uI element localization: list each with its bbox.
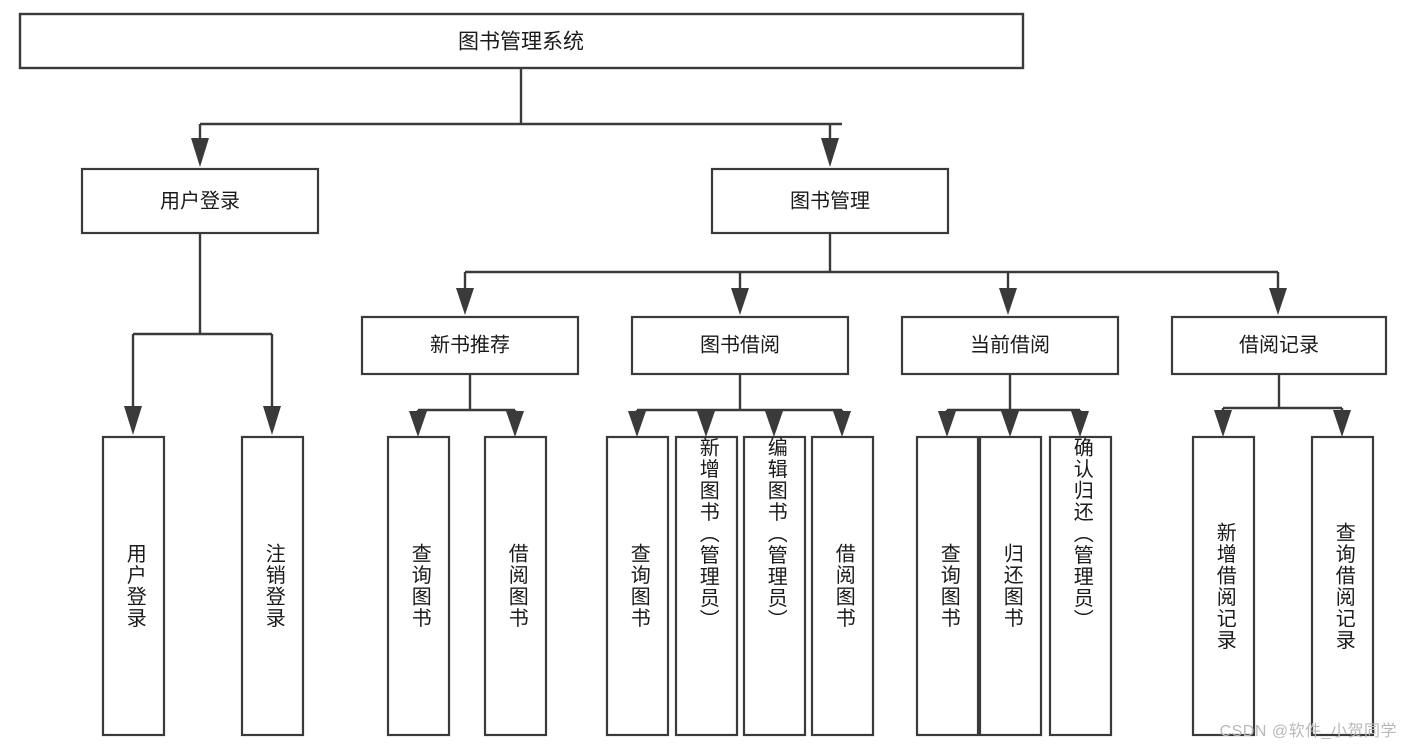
leaf-node-bb-add-book[interactable]: [674, 435, 739, 737]
leaf-node-user-login[interactable]: [101, 435, 166, 737]
connector-borrow-record-to-leaves: [1214, 374, 1351, 437]
arrow-head-leaf-user-login: [124, 406, 142, 435]
arrow-head-bb-leaf-1: [628, 411, 646, 437]
leaf-cb-query-book-rect: [915, 435, 980, 737]
leaf-node-cb-confirm-return[interactable]: [1048, 435, 1113, 737]
arrow-head-nbr-leaf-2: [506, 411, 524, 437]
leaf-node-cb-query-book[interactable]: [915, 435, 980, 737]
arrow-head-cb-leaf-2: [1001, 411, 1019, 437]
connector-book-borrow-to-leaves: [628, 374, 851, 437]
node-current-borrow[interactable]: 当前借阅: [900, 315, 1120, 376]
leaf-node-logout[interactable]: [240, 435, 305, 737]
arrow-head-new-book-recommend: [456, 288, 474, 315]
current-borrow-box-rect: [900, 315, 1120, 376]
new-book-recommend-box-rect: [360, 315, 580, 376]
node-book-borrow[interactable]: 图书借阅: [630, 315, 850, 376]
leaf-node-bb-edit-book[interactable]: [742, 435, 807, 737]
leaf-node-nbr-query-book[interactable]: [386, 435, 451, 737]
leaf-cb-confirm-return-rect: [1048, 435, 1113, 737]
watermark-text: CSDN @软件_小贺同学: [1219, 723, 1397, 740]
leaf-cb-return-book-rect: [978, 435, 1043, 737]
user-login-box-label: 用户登录: [160, 189, 240, 212]
leaf-node-cb-return-book[interactable]: [978, 435, 1043, 737]
leaf-bb-borrow-book-rect: [810, 435, 875, 737]
leaf-br-add-record-rect: [1191, 435, 1256, 737]
arrow-head-book-manage: [821, 138, 839, 167]
arrow-head-cb-leaf-3: [1071, 411, 1089, 437]
leaf-node-nbr-borrow-book[interactable]: [483, 435, 548, 737]
node-new-book-recommend[interactable]: 新书推荐: [360, 315, 580, 376]
arrow-head-bb-leaf-4: [833, 411, 851, 437]
leaf-logout-rect: [240, 435, 305, 737]
arrow-head-bb-leaf-3: [765, 411, 783, 437]
arrow-head-bb-leaf-2: [697, 411, 715, 437]
book-manage-box-label: 图书管理: [790, 189, 870, 212]
arrow-head-nbr-leaf-1: [409, 411, 427, 437]
root-box-label: 图书管理系统: [458, 31, 584, 54]
current-borrow-box-label: 当前借阅: [970, 333, 1050, 356]
arrow-head-cb-leaf-1: [938, 411, 956, 437]
arrow-head-current-borrow: [999, 288, 1017, 315]
arrow-head-book-borrow: [731, 288, 749, 315]
arrow-head-leaf-logout: [263, 406, 281, 435]
book-borrow-box-label: 图书借阅: [700, 333, 780, 356]
arrow-head-borrow-record: [1269, 288, 1287, 315]
book-borrow-box-rect: [630, 315, 850, 376]
leaf-node-br-query-record[interactable]: [1310, 435, 1375, 737]
leaf-bb-edit-book-rect: [742, 435, 807, 737]
connector-root-to-level2: [191, 68, 842, 167]
connector-user-login-to-leaves: [124, 233, 281, 435]
leaf-nbr-query-book-rect: [386, 435, 451, 737]
connector-book-manage-to-level3: [456, 233, 1287, 315]
node-borrow-record[interactable]: 借阅记录: [1170, 315, 1388, 376]
arrow-head-user-login: [191, 138, 209, 167]
connector-new-book-recommend-to-leaves: [409, 374, 524, 437]
node-book-manage[interactable]: 图书管理: [710, 167, 950, 235]
node-root[interactable]: 图书管理系统: [18, 12, 1025, 70]
new-book-recommend-box-label: 新书推荐: [430, 333, 510, 356]
leaf-nbr-borrow-book-rect: [483, 435, 548, 737]
borrow-record-box-rect: [1170, 315, 1388, 376]
leaf-user-login-rect: [101, 435, 166, 737]
connector-current-borrow-to-leaves: [938, 374, 1089, 437]
arrow-head-br-leaf-1: [1214, 410, 1232, 437]
borrow-record-box-label: 借阅记录: [1239, 333, 1319, 356]
leaf-node-bb-borrow-book[interactable]: [810, 435, 875, 737]
leaf-node-br-add-record[interactable]: [1191, 435, 1256, 737]
leaf-bb-query-book-rect: [605, 435, 670, 737]
arrow-head-br-leaf-2: [1333, 410, 1351, 437]
leaf-bb-add-book-rect: [674, 435, 739, 737]
node-user-login[interactable]: 用户登录: [80, 167, 320, 235]
leaf-node-bb-query-book[interactable]: [605, 435, 670, 737]
book-manage-box-rect: [710, 167, 950, 235]
leaf-br-query-record-rect: [1310, 435, 1375, 737]
root-box-rect: [18, 12, 1025, 70]
